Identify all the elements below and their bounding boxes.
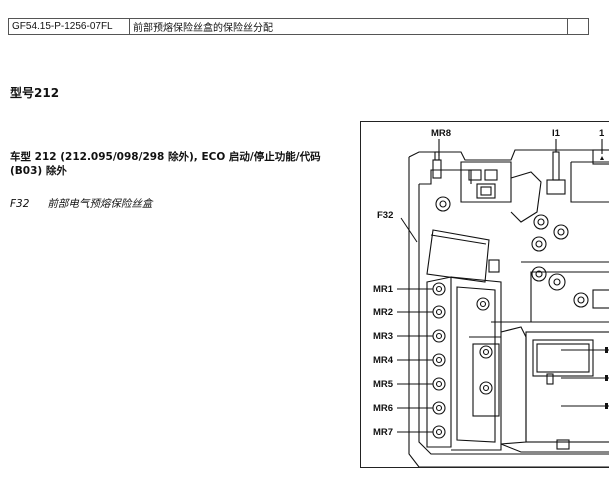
header-empty-cell bbox=[567, 18, 589, 35]
callout-1: 1 bbox=[599, 128, 605, 139]
callout-mr8: MR8 bbox=[431, 128, 451, 139]
callout-i1: I1 bbox=[552, 128, 561, 139]
callout-mr3: MR3 bbox=[373, 331, 393, 342]
legend-list: F32 前部电气预熔保险丝盒 bbox=[10, 196, 152, 211]
fuse-box-drawing: MR8 I1 1 F32 MR1 MR2 MR3 MR4 MR5 MR6 MR7 bbox=[373, 128, 609, 467]
applicability-note: 车型 212 (212.095/098/298 除外), ECO 启动/停止功能… bbox=[10, 151, 321, 177]
fuse-box-diagram: MR8 I1 1 F32 MR1 MR2 MR3 MR4 MR5 MR6 MR7 bbox=[360, 121, 609, 468]
legend-item: F32 前部电气预熔保险丝盒 bbox=[10, 196, 152, 211]
model-heading: 型号212 bbox=[10, 86, 60, 100]
callout-mr1: MR1 bbox=[373, 284, 394, 295]
callout-mr4: MR4 bbox=[373, 355, 394, 366]
callout-f32: F32 bbox=[377, 210, 393, 221]
document-header-table: GF54.15-P-1256-07FL 前部预熔保险丝盒的保险丝分配 bbox=[8, 18, 589, 35]
callout-mr5: MR5 bbox=[373, 379, 394, 390]
document-title: 前部预熔保险丝盒的保险丝分配 bbox=[129, 18, 568, 35]
legend-code: F32 bbox=[10, 198, 30, 210]
document-code: GF54.15-P-1256-07FL bbox=[8, 18, 130, 35]
callout-mr7: MR7 bbox=[373, 427, 393, 438]
legend-description: 前部电气预熔保险丝盒 bbox=[47, 198, 153, 210]
callout-mr6: MR6 bbox=[373, 403, 393, 414]
callout-mr2: MR2 bbox=[373, 307, 393, 318]
